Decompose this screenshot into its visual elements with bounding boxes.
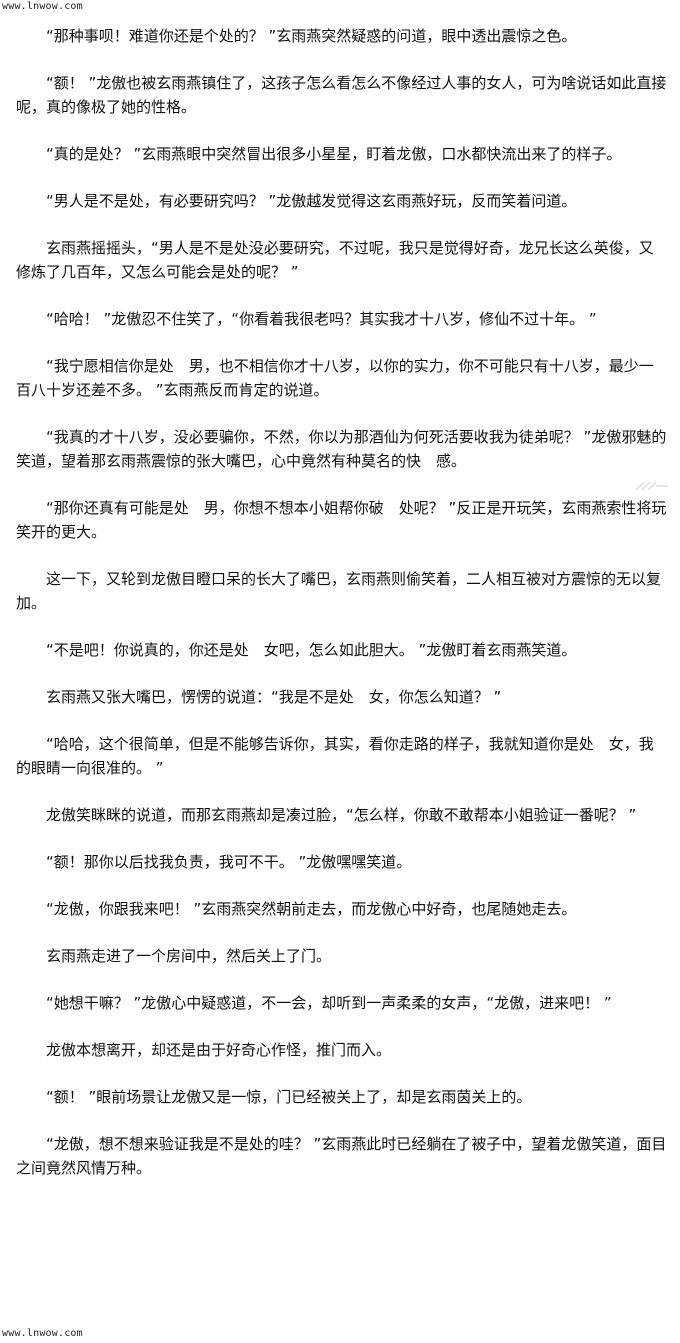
paragraph: “额！那你以后找我负责，我可不干。 ”龙傲嘿嘿笑道。 [46, 853, 412, 871]
paragraph: “不是吧！你说真的，你还是处 女吧，怎么如此胆大。 ”龙傲盯着玄雨燕笑道。 [46, 641, 577, 659]
paragraph: “她想干嘛？ ”龙傲心中疑惑道，不一会，却听到一声柔柔的女声，“龙傲，进来吧！ … [46, 994, 612, 1012]
paragraph: “那你还真有可能是处 男，你想不想本小姐帮你破 处呢？ ”反正是开玩笑，玄雨燕索… [16, 499, 667, 541]
paragraph: 玄雨燕摇摇头，“男人是不是处没必要研究，不过呢，我只是觉得好奇，龙兄长这么英俊，… [16, 239, 654, 281]
paragraph: 玄雨燕走进了一个房间中，然后关上了门。 [46, 947, 332, 965]
paragraph: “龙傲，想不想来验证我是不是处的哇？ ”玄雨燕此时已经躺在了被子中，望着龙傲笑道… [16, 1135, 667, 1177]
paragraph: “额！ ”眼前场景让龙傲又是一惊，门已经被关上了，却是玄雨茵关上的。 [46, 1088, 532, 1106]
paragraph: 这一下，又轮到龙傲目瞪口呆的长大了嘴巴，玄雨燕则偷笑着，二人相互被对方震惊的无以… [16, 570, 662, 612]
watermark-bottom: www.lnwow.com [2, 1328, 83, 1339]
paragraph: “我真的才十八岁，没必要骗你，不然，你以为那酒仙为何死活要收我为徒弟呢？ ”龙傲… [16, 428, 667, 470]
article-body: “那种事呗！难道你还是个处的？ ”玄雨燕突然疑惑的问道，眼中透出震惊之色。 “额… [0, 24, 680, 1203]
paragraph: 龙傲本想离开，却还是由于好奇心作怪，推门而入。 [46, 1041, 392, 1059]
paragraph: “那种事呗！难道你还是个处的？ ”玄雨燕突然疑惑的问道，眼中透出震惊之色。 [46, 27, 577, 45]
paragraph: “哈哈！ ”龙傲忍不住笑了，“你看着我很老吗？其实我才十八岁，修仙不过十年。 ” [46, 310, 597, 328]
paragraph: “哈哈，这个很简单，但是不能够告诉你，其实，看你走路的样子，我就知道你是处 女，… [16, 735, 654, 777]
watermark-top: www.lnwow.com [2, 1, 83, 12]
paragraph: “额！ ”龙傲也被玄雨燕镇住了，这孩子怎么看怎么不像经过人事的女人，可为啥说话如… [16, 74, 667, 116]
paragraph: 龙傲笑眯眯的说道，而那玄雨燕却是凑过脸，“怎么样，你敢不敢帮本小姐验证一番呢？ … [46, 806, 637, 824]
paragraph: “我宁愿相信你是处 男，也不相信你才十八岁，以你的实力，你不可能只有十八岁，最少… [16, 357, 654, 399]
paragraph: “龙傲，你跟我来吧！ ”玄雨燕突然朝前走去，而龙傲心中好奇，也尾随她走去。 [46, 900, 577, 918]
faint-watermark-mark [634, 478, 674, 494]
paragraph: 玄雨燕又张大嘴巴，愣愣的说道：“我是不是处 女，你怎么知道？ ” [46, 688, 502, 706]
faint-scribble-icon [635, 481, 668, 491]
paragraph: “男人是不是处，有必要研究吗？ ”龙傲越发觉得这玄雨燕好玩，反而笑着问道。 [46, 192, 577, 210]
paragraph: “真的是处？ ”玄雨燕眼中突然冒出很多小星星，盯着龙傲，口水都快流出来了的样子。 [46, 145, 622, 163]
